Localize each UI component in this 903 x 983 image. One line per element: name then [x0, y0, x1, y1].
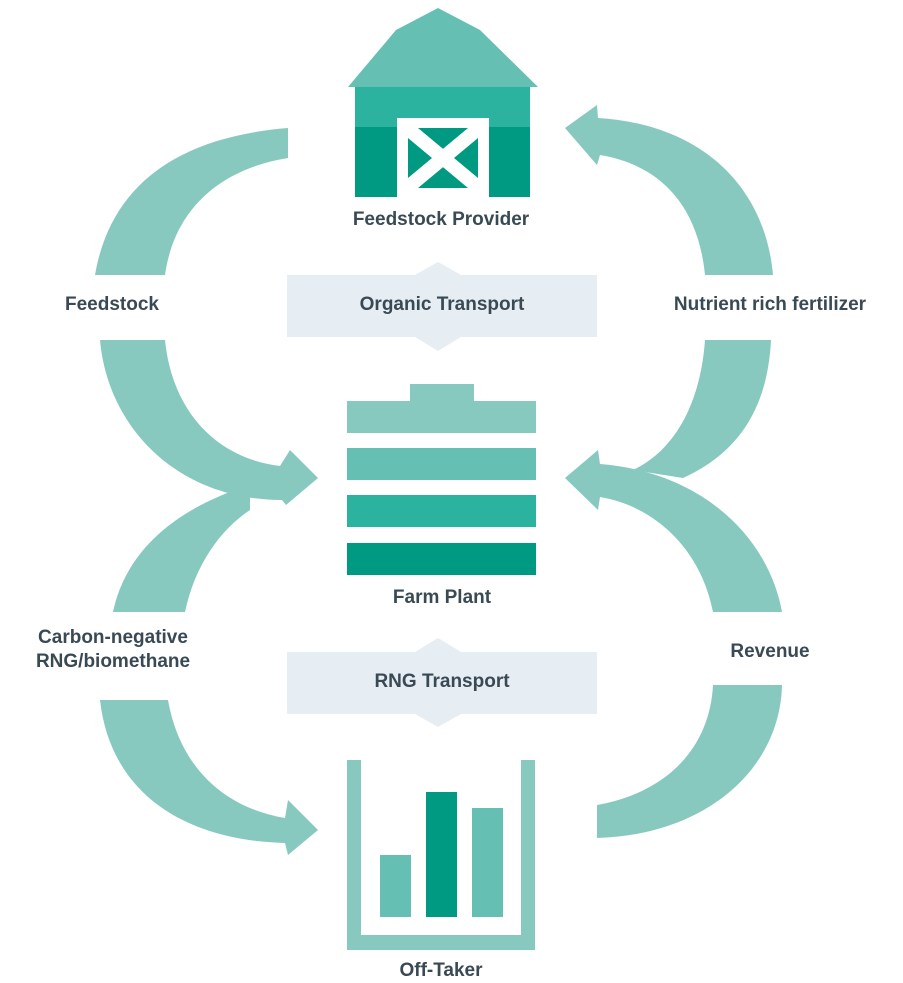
organic-transport-label: Organic Transport [359, 294, 525, 315]
revenue-arrow-lower [597, 685, 782, 838]
feedstock-provider-label: Feedstock Provider [352, 209, 530, 230]
organic-transport-band [287, 262, 597, 351]
feedstock-flow-label: Feedstock [65, 294, 159, 315]
bar-chart-icon [347, 760, 535, 950]
fertilizer-flow-label: Nutrient rich fertilizer [673, 294, 867, 315]
revenue-flow-label: Revenue [730, 641, 810, 662]
feedstock-arrow-lower [100, 340, 318, 505]
off-taker-label: Off-Taker [399, 960, 483, 981]
fertilizer-arrow-lower [633, 340, 771, 478]
fertilizer-arrow-upper [565, 105, 773, 275]
farm-plant-label: Farm Plant [392, 587, 492, 608]
tank-icon [347, 384, 536, 575]
rng-arrow-upper [113, 485, 250, 612]
rng-transport-label: RNG Transport [374, 671, 510, 692]
rng-flow-label: Carbon-negative RNG/biomethane [35, 627, 191, 672]
rng-arrow-lower [100, 700, 318, 855]
feedstock-arrow [95, 128, 288, 275]
rng-transport-band [287, 638, 597, 727]
revenue-arrow-upper [565, 450, 782, 612]
barn-icon [348, 8, 538, 197]
